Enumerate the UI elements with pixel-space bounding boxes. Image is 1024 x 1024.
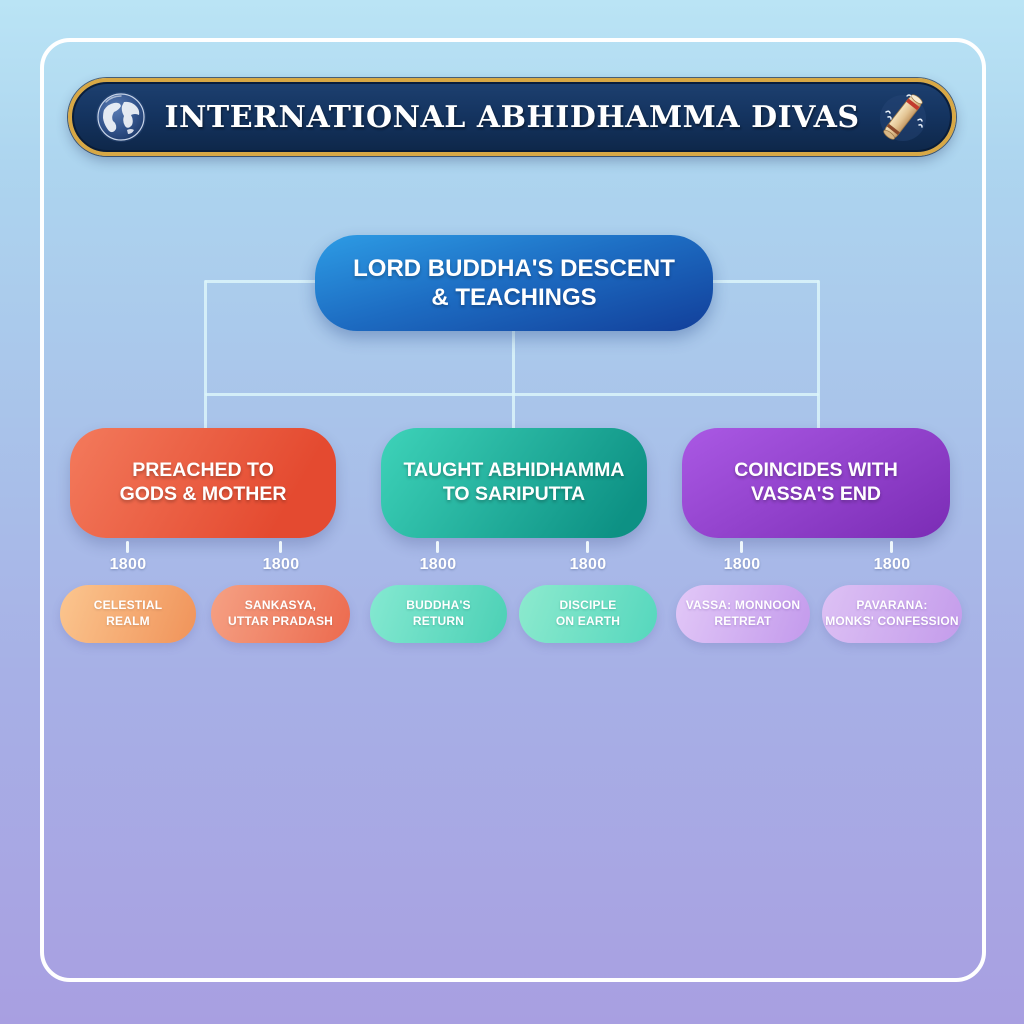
page-title: INTERNATIONAL ABHIDHAMMA DIVAS bbox=[164, 99, 860, 135]
branch-node-label: TAUGHT ABHIDHAMMA TO SARIPUTTA bbox=[403, 459, 625, 505]
branch-node-taught: TAUGHT ABHIDHAMMA TO SARIPUTTA bbox=[381, 428, 647, 538]
leaf-pill-label: DISCIPLE ON EARTH bbox=[555, 598, 621, 628]
branch-node-label: COINCIDES WITH VASSA'S END bbox=[734, 459, 898, 505]
title-banner: INTERNATIONAL ABHIDHAMMA DIVAS bbox=[68, 78, 956, 156]
year-label: 1800 bbox=[109, 556, 147, 573]
root-node-label: LORD BUDDHA'S DESCENT & TEACHINGS bbox=[353, 254, 675, 311]
branch-node-preached: PREACHED TO GODS & MOTHER bbox=[70, 428, 336, 538]
tick-line bbox=[740, 541, 743, 553]
leaf-pill-pavarana: PAVARANA: MONKS' CONFESSION bbox=[822, 585, 962, 643]
leaf-pill-label: CELESTIAL REALM bbox=[93, 598, 163, 628]
leaf-pill-celestial-realm: CELESTIAL REALM bbox=[60, 585, 196, 643]
leaf-pill-label: SANKASYA, UTTAR PRADASH bbox=[227, 598, 334, 628]
leaf-pill-vassa-retreat: VASSA: MONNOON RETREAT bbox=[676, 585, 810, 643]
year-label: 1800 bbox=[419, 556, 457, 573]
tick-line bbox=[436, 541, 439, 553]
year-label: 1800 bbox=[723, 556, 761, 573]
leaf-pill-label: PAVARANA: MONKS' CONFESSION bbox=[825, 598, 959, 628]
connector-left-vertical bbox=[204, 280, 207, 430]
leaf-pill-disciple-on-earth: DISCIPLE ON EARTH bbox=[519, 585, 657, 643]
year-label: 1800 bbox=[873, 556, 911, 573]
globe-icon bbox=[96, 92, 146, 142]
tick-line bbox=[586, 541, 589, 553]
scroll-icon bbox=[880, 94, 926, 141]
leaf-pill-buddhas-return: BUDDHA'S RETURN bbox=[370, 585, 507, 643]
connector-center-vertical bbox=[512, 328, 515, 430]
leaf-pill-sankasya: SANKASYA, UTTAR PRADASH bbox=[211, 585, 350, 643]
year-label: 1800 bbox=[569, 556, 607, 573]
leaf-pill-label: BUDDHA'S RETURN bbox=[406, 598, 471, 628]
tick-line bbox=[279, 541, 282, 553]
root-node: LORD BUDDHA'S DESCENT & TEACHINGS bbox=[315, 235, 713, 331]
year-label: 1800 bbox=[262, 556, 300, 573]
tick-line bbox=[890, 541, 893, 553]
leaf-pill-label: VASSA: MONNOON RETREAT bbox=[685, 598, 801, 628]
connector-right-vertical bbox=[817, 280, 820, 430]
branch-node-label: PREACHED TO GODS & MOTHER bbox=[119, 459, 287, 505]
branch-node-coincides: COINCIDES WITH VASSA'S END bbox=[682, 428, 950, 538]
tick-line bbox=[126, 541, 129, 553]
